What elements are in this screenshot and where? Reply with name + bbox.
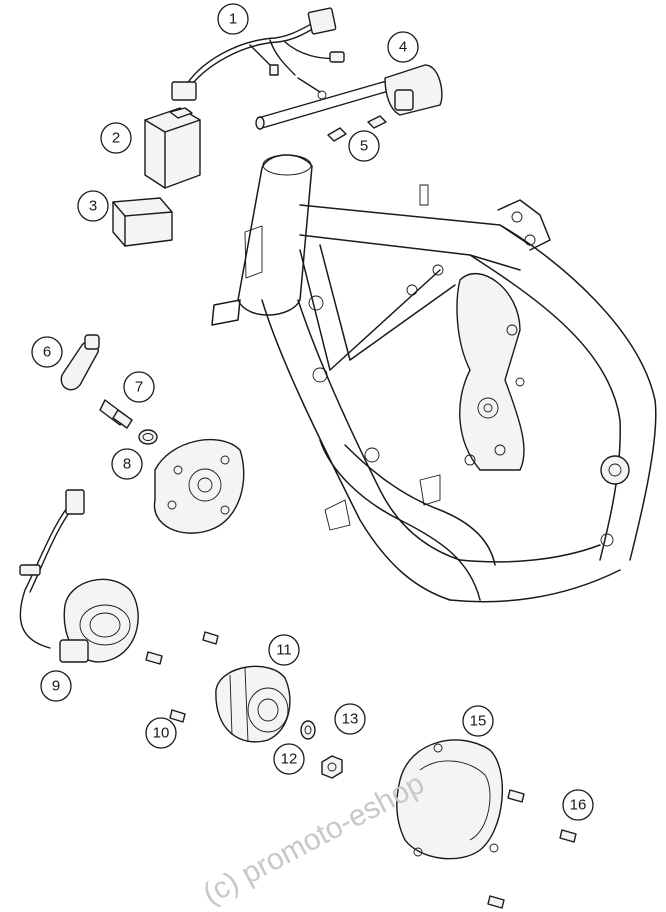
- nut: [321, 755, 343, 779]
- callout-9: 9: [40, 670, 72, 702]
- callout-3-label: 3: [89, 198, 97, 215]
- callout-6: 6: [31, 336, 63, 368]
- callout-4: 4: [387, 31, 419, 63]
- motorcycle-frame: [211, 154, 657, 603]
- sealing-ring: [138, 429, 158, 445]
- callout-3: 3: [77, 190, 109, 222]
- flywheel: [215, 665, 291, 743]
- callout-13-label: 13: [342, 711, 359, 728]
- ignition-control-unit: [144, 107, 201, 189]
- ignition-cover: [396, 739, 503, 860]
- callout-10: 10: [145, 717, 177, 749]
- coil-screws: [327, 115, 387, 142]
- callout-1: 1: [217, 3, 249, 35]
- callout-12: 12: [273, 743, 305, 775]
- spark-plug: [99, 399, 133, 429]
- bolt: [169, 709, 186, 723]
- callout-5-label: 5: [360, 138, 368, 155]
- callout-4-label: 4: [399, 39, 407, 56]
- watermark-text: (c) promoto-eshop: [198, 767, 430, 911]
- spark-plug-connector: [60, 334, 100, 391]
- cylinder-head: [153, 438, 245, 534]
- callout-2: 2: [100, 122, 132, 154]
- rubber-holder: [112, 197, 173, 247]
- callout-9-label: 9: [52, 678, 60, 695]
- callout-16-label: 16: [570, 797, 587, 814]
- callout-7-label: 7: [135, 379, 143, 396]
- stator-bolts: [145, 631, 219, 665]
- callout-13: 13: [334, 703, 366, 735]
- cover-bolts: [487, 789, 577, 909]
- callout-2-label: 2: [112, 130, 120, 147]
- callout-6-label: 6: [43, 344, 51, 361]
- wiring-harness: [171, 7, 345, 101]
- callout-16: 16: [562, 789, 594, 821]
- callout-8: 8: [111, 448, 143, 480]
- callout-15-label: 15: [470, 713, 487, 730]
- callout-1-label: 1: [229, 11, 237, 28]
- callout-15: 15: [462, 705, 494, 737]
- callout-8-label: 8: [123, 456, 131, 473]
- callout-10-label: 10: [153, 725, 170, 742]
- ignition-coil: [255, 64, 443, 130]
- stator: [19, 489, 139, 663]
- washer: [300, 720, 316, 740]
- callout-5: 5: [348, 130, 380, 162]
- callout-7: 7: [123, 371, 155, 403]
- callout-11-label: 11: [276, 642, 292, 659]
- callout-12-label: 12: [281, 751, 298, 768]
- callout-11: 11: [268, 634, 300, 666]
